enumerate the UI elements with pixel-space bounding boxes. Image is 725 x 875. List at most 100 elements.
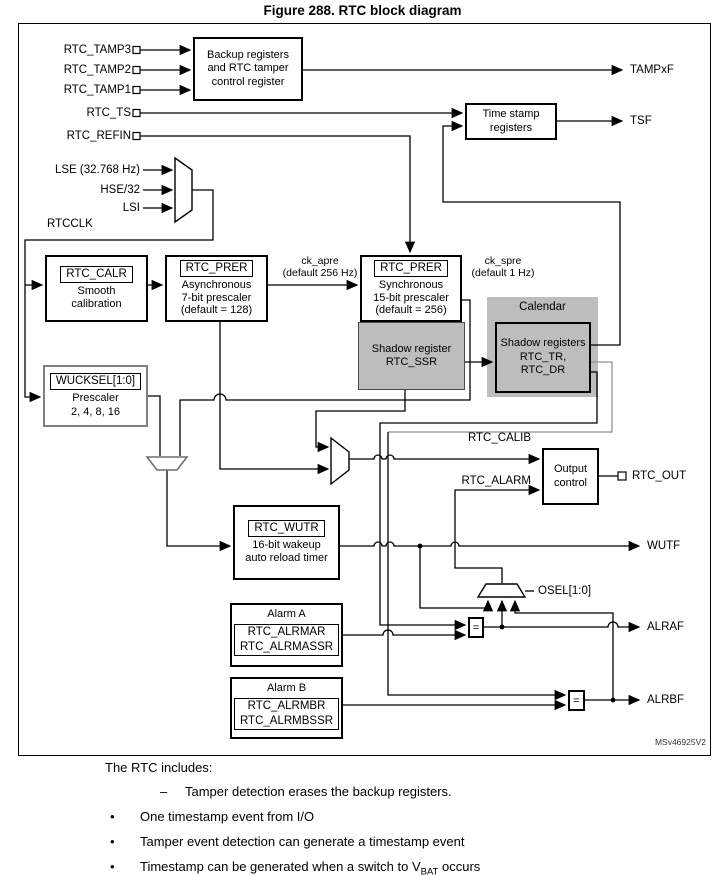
alarm-a-title: Alarm A: [267, 608, 306, 620]
junction-wutf: [417, 543, 423, 549]
clock-label-lsi: LSI: [122, 202, 140, 214]
line-wutf: [340, 540, 641, 552]
osel-label: OSEL[1:0]: [538, 585, 592, 597]
ssr-line2: RTC_SSR: [385, 356, 438, 368]
ck-apre-default: (default 256 Hz): [282, 267, 358, 279]
line-calendar-to-timestamp: [442, 120, 621, 346]
ssr-line1: Shadow register: [371, 342, 452, 355]
pin-label-rtc-refin: RTC_REFIN: [66, 130, 131, 142]
alarm-a-registers: RTC_ALRMAR RTC_ALRMASSR: [233, 623, 340, 656]
clock-mux: [174, 156, 193, 224]
flag-rtc-out: RTC_OUT: [632, 470, 687, 482]
pin-label-rtc-ts: RTC_TS: [86, 107, 131, 119]
notes-bullet3-pre: Timestamp can be generated when a switch…: [140, 859, 421, 874]
calendar-shadow-registers-box: Shadow registers RTC_TR, RTC_DR: [495, 322, 591, 393]
flag-tsf: TSF: [630, 115, 652, 127]
alrmbr-register: RTC_ALRMBR: [247, 699, 326, 712]
calendar-line1: Shadow registers: [500, 337, 586, 350]
wucksel-line1: Prescaler: [72, 392, 119, 404]
wakeup-clock-mux: [145, 456, 189, 471]
sync-prescaler-box: RTC_PRER Synchronous 15-bit prescaler (d…: [360, 255, 462, 322]
junction-alrbf: [610, 697, 616, 703]
notes-intro: The RTC includes:: [105, 760, 213, 775]
figure-title: Figure 288. RTC block diagram: [263, 3, 462, 18]
smooth-calibration-box: RTC_CALR Smooth calibration: [45, 255, 148, 322]
pad-rtc-ts: [132, 108, 141, 118]
apre-line2: 7-bit prescaler: [181, 291, 252, 304]
wucksel-register: WUCKSEL[1:0]: [49, 373, 142, 390]
alarm-b-comparator: =: [568, 690, 585, 711]
backup-line3: control register: [211, 75, 285, 88]
line-calendar-to-eqb-gray: [388, 361, 613, 433]
line-ssr-to-cosel: [315, 390, 406, 453]
clock-label-hse: HSE/32: [100, 184, 140, 196]
timestamp-line1: Time stamp: [482, 108, 540, 120]
diagram-border: [18, 23, 711, 756]
cosel-mux: [330, 436, 350, 486]
spre-line1: Synchronous: [378, 279, 444, 292]
notes-bullet3-post: occurs: [438, 859, 481, 874]
line-calendar-to-eqb: [387, 432, 567, 701]
alrmbssr-register: RTC_ALRMBSSR: [239, 714, 334, 727]
flag-alraf: ALRAF: [647, 621, 685, 633]
notes-bullet1-text: One timestamp event from I/O: [140, 809, 315, 824]
shadow-register-ssr-box: Shadow register RTC_SSR: [358, 322, 465, 390]
alarm-a-comparator: =: [468, 617, 484, 638]
rtc-wutr-register: RTC_WUTR: [248, 519, 325, 537]
wakeup-timer-box: RTC_WUTR 16-bit wakeup auto reload timer: [233, 505, 340, 580]
calr-line1: Smooth: [77, 284, 116, 297]
line-wut-to-osel: [419, 546, 494, 612]
ck-apre-label: ck_apre: [301, 255, 339, 267]
flag-tampxf: TAMPxF: [630, 64, 674, 76]
outctl-line1: Output: [553, 463, 588, 475]
line-wutmux-out: [166, 470, 232, 552]
wutr-line2: auto reload timer: [245, 552, 328, 564]
clock-label-lse: LSE (32.768 Hz): [54, 164, 140, 176]
line-rtc-alarm: [454, 484, 541, 583]
pin-label-rtc-tamp2: RTC_TAMP2: [63, 64, 131, 76]
spre-line3: (default = 256): [375, 304, 447, 317]
notes-bullet3-text: Timestamp can be generated when a switch…: [140, 859, 480, 875]
rtc-prer-async-register: RTC_PRER: [179, 260, 254, 278]
wucksel-prescaler-box: WUCKSEL[1:0] Prescaler 2, 4, 8, 16: [43, 365, 148, 427]
alarm-b-title: Alarm B: [266, 682, 307, 694]
rtc-alarm-label: RTC_ALARM: [461, 475, 531, 487]
figure-watermark: MSv46925V2: [654, 737, 706, 747]
ck-spre-label: ck_spre: [484, 255, 522, 267]
apre-line3: (default = 128): [180, 304, 253, 317]
line-alarma-out: [343, 629, 467, 641]
output-control-box: Output control: [542, 448, 599, 505]
pad-rtc-tamp3: [132, 45, 141, 55]
rtc-calib-label: RTC_CALIB: [467, 432, 531, 444]
pad-rtc-tamp1: [132, 85, 141, 95]
line-wucksel-out: [148, 395, 161, 456]
notes-bullet2-glyph: •: [110, 834, 115, 849]
notes-dash-glyph: –: [160, 784, 168, 799]
spre-line2: 15-bit prescaler: [373, 291, 449, 304]
pad-rtc-out: [617, 471, 627, 481]
line-apre-to-cosel: [219, 322, 330, 475]
pad-rtc-refin: [132, 131, 141, 141]
notes-bullet3-glyph: •: [110, 859, 115, 874]
backup-line2: and RTC tamper: [207, 62, 289, 75]
line-calendar-to-eqa: [379, 371, 598, 631]
pad-rtc-tamp2: [132, 65, 141, 75]
calr-line2: calibration: [71, 298, 122, 310]
timestamp-line2: registers: [489, 121, 533, 134]
async-prescaler-box: RTC_PRER Asynchronous 7-bit prescaler (d…: [165, 255, 268, 322]
pin-label-rtc-tamp1: RTC_TAMP1: [63, 84, 131, 96]
alarm-a-box: Alarm A RTC_ALRMAR RTC_ALRMASSR: [230, 603, 343, 667]
osel-mux: [476, 583, 527, 598]
backup-line1: Backup registers: [207, 48, 289, 61]
notes-bullet2-text: Tamper event detection can generate a ti…: [140, 834, 465, 849]
line-ck-spre: [179, 299, 471, 456]
line-rtcclk-trunk: [24, 189, 214, 403]
outctl-line2: control: [553, 476, 588, 489]
junction-alraf: [499, 624, 505, 630]
timestamp-registers-box: Time stamp registers: [465, 103, 557, 140]
flag-wutf: WUTF: [647, 540, 681, 552]
rtcclk-label: RTCCLK: [47, 218, 93, 230]
calendar-line2: RTC_TR,: [519, 350, 567, 363]
alrmar-register: RTC_ALRMAR: [247, 625, 326, 638]
